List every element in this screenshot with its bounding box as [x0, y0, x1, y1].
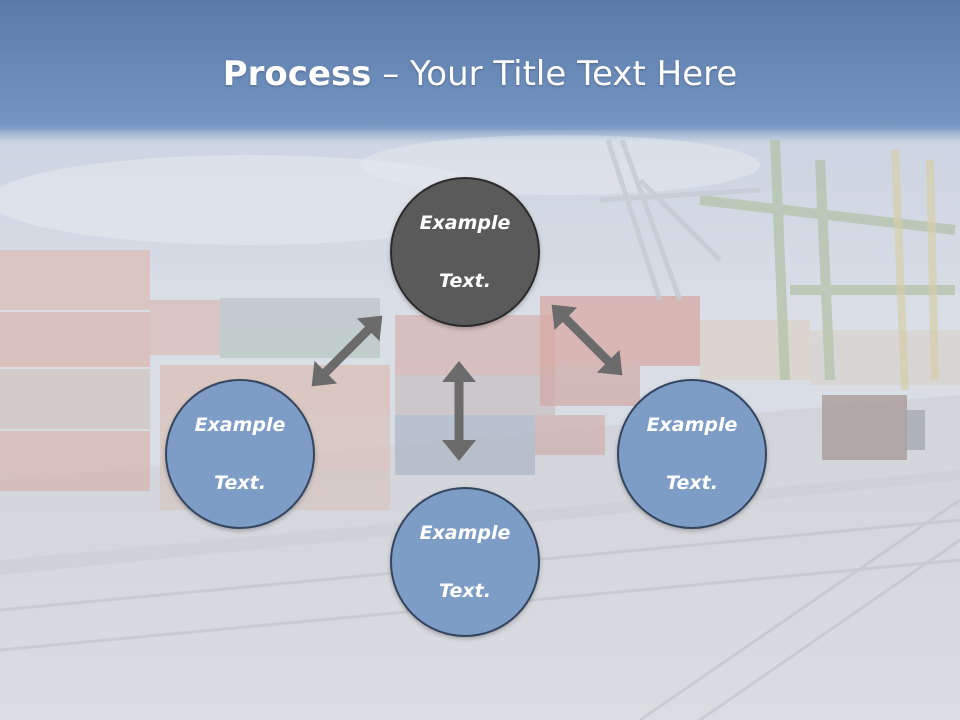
- node-right-line2: Text.: [666, 471, 718, 494]
- node-left-line1: Example: [194, 413, 286, 436]
- title-rest: – Your Title Text Here: [371, 54, 738, 94]
- node-top-line2: Text.: [439, 269, 491, 292]
- arrow-top-right: [551, 304, 623, 376]
- node-left-line2: Text.: [214, 471, 266, 494]
- arrow-top-left: [311, 315, 383, 387]
- arrow-top-bottom: [442, 361, 476, 461]
- title-bold: Process: [222, 54, 372, 94]
- node-bottom-line1: Example: [419, 521, 511, 544]
- node-bottom-line2: Text.: [439, 579, 491, 602]
- node-right-line1: Example: [646, 413, 738, 436]
- slide-title: Process – Your Title Text Here: [0, 52, 960, 96]
- node-top-line1: Example: [419, 211, 511, 234]
